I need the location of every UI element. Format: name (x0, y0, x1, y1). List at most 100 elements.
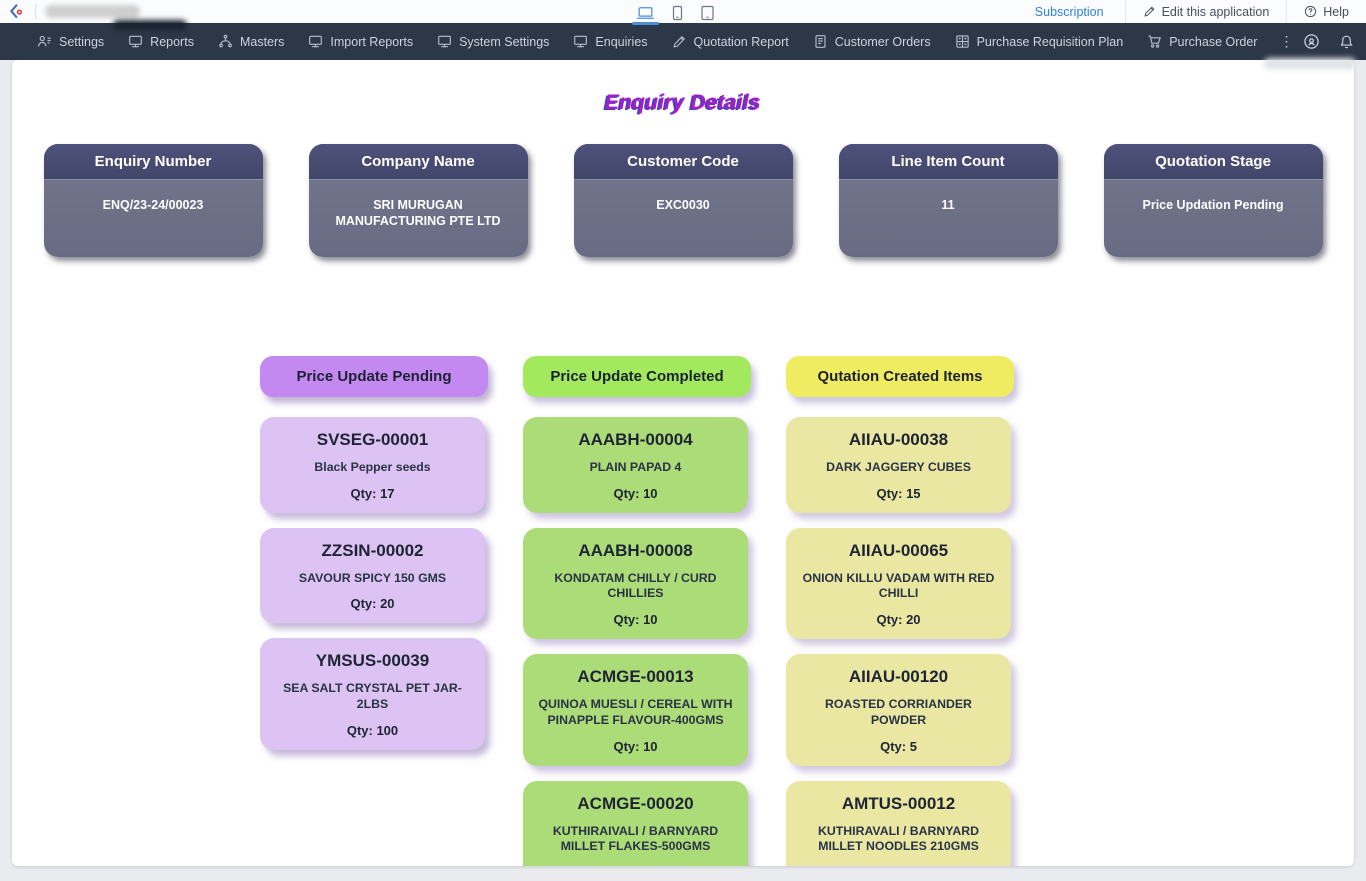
kanban-card[interactable]: AIIAU-00038 DARK JAGGERY CUBES Qty: 15 (786, 417, 1011, 513)
bell-icon[interactable] (1339, 34, 1354, 50)
summary-card-label: Line Item Count (838, 144, 1058, 180)
hierarchy-icon (218, 34, 233, 49)
kanban-column-cards: SVSEG-00001 Black Pepper seeds Qty: 17 Z… (260, 417, 488, 750)
support-icon[interactable] (1303, 33, 1320, 50)
nav-item-purchase-order[interactable]: Purchase Order (1135, 23, 1269, 60)
item-code: AIIAU-00065 (848, 540, 949, 560)
topbar-left (0, 0, 140, 23)
summary-card-line-item-count: Line Item Count 11 (838, 144, 1058, 257)
item-qty: Qty: 20 (531, 865, 740, 866)
document-icon (813, 34, 828, 49)
grid-icon (955, 34, 970, 49)
help-icon (1304, 5, 1317, 18)
redacted-app-name (45, 5, 140, 18)
item-qty: Qty: 30 (794, 865, 1003, 866)
kanban-column-price-update-completed: Price Update Completed AAABH-00004 PLAIN… (523, 356, 751, 866)
help-button[interactable]: Help (1287, 0, 1366, 23)
nav-item-enquiries[interactable]: Enquiries (561, 23, 659, 60)
item-qty: Qty: 5 (880, 738, 917, 754)
kanban-column-cards: AIIAU-00038 DARK JAGGERY CUBES Qty: 15 A… (786, 417, 1014, 866)
nav-overflow-icon[interactable]: ⋮ (1279, 33, 1294, 49)
kanban-column-price-update-pending: Price Update Pending SVSEG-00001 Black P… (260, 356, 488, 750)
item-code: AAABH-00004 (578, 430, 693, 449)
item-code: ACMGE-00013 (577, 667, 694, 687)
pencil-icon (1143, 5, 1156, 18)
subscription-link[interactable]: Subscription (1034, 4, 1104, 19)
nav-item-label: Import Reports (330, 34, 414, 49)
monitor-icon (128, 34, 143, 49)
nav-item-masters[interactable]: Masters (206, 23, 296, 60)
tablet-icon[interactable] (700, 5, 715, 23)
item-code: AAABH-00008 (578, 540, 693, 560)
phone-icon[interactable] (671, 5, 684, 23)
nav-item-settings[interactable]: Settings (25, 23, 116, 60)
nav-item-label: Reports (150, 34, 194, 49)
nav-item-label: Settings (59, 34, 105, 49)
item-qty: Qty: 10 (613, 738, 658, 754)
nav-item-purchase-requisition-plan[interactable]: Purchase Requisition Plan (943, 23, 1136, 60)
divider (35, 4, 36, 19)
monitor-icon (308, 34, 323, 49)
item-code: ZZSIN-00002 (321, 540, 424, 560)
kanban-card[interactable]: SVSEG-00001 Black Pepper seeds Qty: 17 (260, 417, 485, 513)
kanban-card[interactable]: AAABH-00004 PLAIN PAPAD 4 Qty: 10 (523, 417, 748, 513)
item-name: KUTHIRAIVALI / BARNYARD MILLET FLAKES-50… (552, 823, 719, 854)
item-name: ROASTED CORRIANDER POWDER (825, 697, 972, 727)
help-label: Help (1323, 4, 1349, 19)
kanban-column-quotation-created-items: Qutation Created Items AIIAU-00038 DARK … (786, 356, 1014, 866)
summary-card-label: Enquiry Number (43, 144, 263, 180)
item-code: AMTUS-00012 (841, 793, 956, 813)
kanban-card[interactable]: AAABH-00008 KONDATAM CHILLY / CURD CHILL… (523, 527, 748, 640)
item-qty: Qty: 20 (876, 612, 921, 628)
redacted-blur (113, 20, 187, 30)
main-navbar: Settings Reports Masters (0, 23, 1366, 60)
device-preview-toggle (632, 0, 715, 25)
laptop-icon[interactable] (632, 5, 659, 25)
kanban-card[interactable]: AIIAU-00120 ROASTED CORRIANDER POWDER Qt… (786, 654, 1011, 766)
kanban-column-cards: AAABH-00004 PLAIN PAPAD 4 Qty: 10 AAABH-… (523, 417, 751, 866)
item-name: PLAIN PAPAD 4 (589, 460, 682, 474)
redacted-blur (1264, 58, 1356, 69)
nav-item-import-reports[interactable]: Import Reports (296, 23, 425, 60)
kanban-card[interactable]: ACMGE-00020 KUTHIRAIVALI / BARNYARD MILL… (523, 780, 748, 866)
nav-item-label: Purchase Requisition Plan (976, 34, 1124, 49)
item-code: AIIAU-00038 (848, 430, 949, 449)
summary-card-label: Customer Code (573, 144, 793, 180)
nav-item-label: Enquiries (595, 34, 648, 49)
summary-card-value: ENQ/23-24/00023 (102, 198, 204, 212)
item-qty: Qty: 10 (613, 485, 658, 501)
nav-item-label: Customer Orders (834, 34, 931, 49)
item-qty: Qty: 20 (350, 596, 395, 612)
item-name: ONION KILLU VADAM WITH RED CHILLI (802, 570, 995, 601)
pen-icon (672, 34, 687, 49)
monitor-icon (573, 34, 588, 49)
kanban-card[interactable]: ZZSIN-00002 SAVOUR SPICY 150 GMS Qty: 20 (260, 527, 485, 624)
edit-application-button[interactable]: Edit this application (1126, 0, 1287, 23)
kanban-card[interactable]: YMSUS-00039 SEA SALT CRYSTAL PET JAR-2LB… (260, 638, 485, 750)
summary-card-enquiry-number: Enquiry Number ENQ/23-24/00023 (43, 144, 263, 257)
item-name: QUINOA MUESLI / CEREAL WITH PINAPPLE FLA… (538, 697, 733, 727)
nav-item-customer-orders[interactable]: Customer Orders (801, 23, 943, 60)
kanban-board: Price Update Pending SVSEG-00001 Black P… (260, 356, 1354, 866)
kanban-card[interactable]: AIIAU-00065 ONION KILLU VADAM WITH RED C… (786, 527, 1011, 640)
item-name: SEA SALT CRYSTAL PET JAR-2LBS (283, 681, 462, 712)
kanban-column-header: Price Update Pending (260, 356, 488, 397)
navbar-right (1303, 28, 1366, 56)
edit-application-label: Edit this application (1161, 4, 1270, 19)
item-code: YMSUS-00039 (315, 651, 430, 671)
nav-item-quotation-report[interactable]: Quotation Report (660, 23, 801, 60)
kanban-card[interactable]: ACMGE-00013 QUINOA MUESLI / CEREAL WITH … (523, 654, 748, 766)
app-logo-icon[interactable] (9, 3, 26, 20)
nav-item-system-settings[interactable]: System Settings (425, 23, 561, 60)
divider (1124, 0, 1126, 23)
divider (1286, 0, 1288, 23)
nav-item-reports[interactable]: Reports (116, 23, 206, 60)
monitor-icon (437, 34, 452, 49)
item-qty: Qty: 17 (350, 485, 395, 501)
page-title: Enquiry Details (605, 91, 761, 114)
kanban-card[interactable]: AMTUS-00012 KUTHIRAVALI / BARNYARD MILLE… (786, 780, 1011, 866)
summary-card-value: EXC0030 (656, 198, 710, 212)
summary-card-label: Company Name (308, 144, 528, 180)
item-name: KONDATAM CHILLY / CURD CHILLIES (554, 570, 717, 601)
summary-card-quotation-stage: Quotation Stage Price Updation Pending (1103, 144, 1323, 257)
